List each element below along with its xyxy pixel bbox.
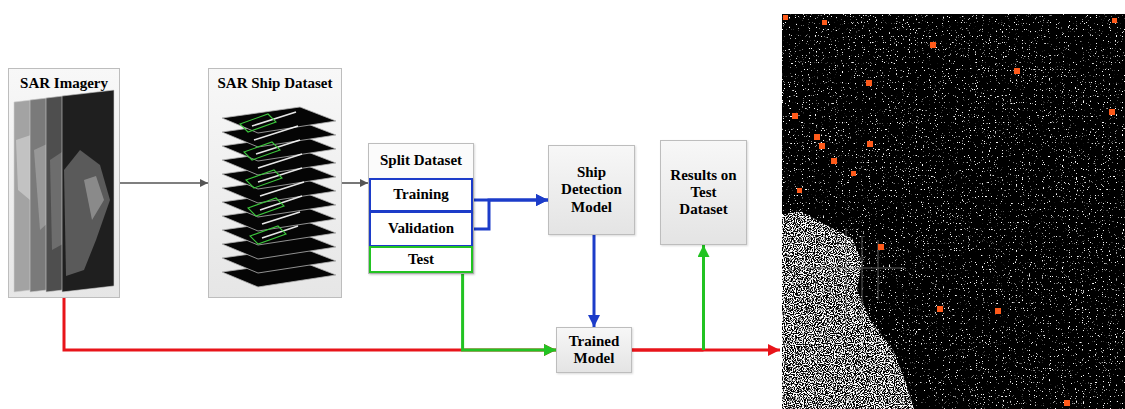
image-panel: SAR Ship Dataset xyxy=(208,68,342,298)
connector-line xyxy=(593,235,596,327)
node-label: Results on Test Dataset xyxy=(667,167,740,219)
process-box: Ship Detection Model xyxy=(548,145,635,235)
connector-line xyxy=(64,298,556,350)
process-box: Results on Test Dataset xyxy=(660,140,747,245)
group-box: Split DatasetTrainingValidationTest xyxy=(368,143,474,274)
connector xyxy=(64,298,556,350)
connector xyxy=(463,273,556,350)
connector xyxy=(594,235,595,327)
connector xyxy=(120,183,208,184)
node-label: Trained Model xyxy=(561,333,627,368)
node-label: Validation xyxy=(388,220,454,237)
node-label: Training xyxy=(393,186,449,203)
panel-ground xyxy=(8,68,120,298)
split-box: Training xyxy=(369,178,473,212)
connector-line xyxy=(473,200,548,229)
connector-line xyxy=(632,349,704,352)
split-box: Validation xyxy=(369,211,473,247)
node-label: Split Dataset xyxy=(380,152,462,169)
node-label: Ship Detection Model xyxy=(555,164,628,216)
connector xyxy=(473,200,548,229)
connector-line xyxy=(120,182,208,184)
connector-line xyxy=(702,245,705,350)
node-label: Test xyxy=(408,251,434,268)
split-box: Test xyxy=(369,246,473,273)
connector xyxy=(632,245,704,350)
node-label: SAR Imagery xyxy=(20,75,108,92)
sar-result-image xyxy=(782,14,1125,409)
process-box: Trained Model xyxy=(556,327,632,373)
connector-line xyxy=(342,182,368,184)
node-label: SAR Ship Dataset xyxy=(217,75,332,92)
sar-image-stack xyxy=(14,90,114,292)
connector xyxy=(342,183,368,184)
connector-line xyxy=(463,273,556,350)
dataset-stack xyxy=(222,107,336,287)
panel-ground xyxy=(208,68,342,298)
image-panel: SAR Imagery xyxy=(8,68,120,298)
